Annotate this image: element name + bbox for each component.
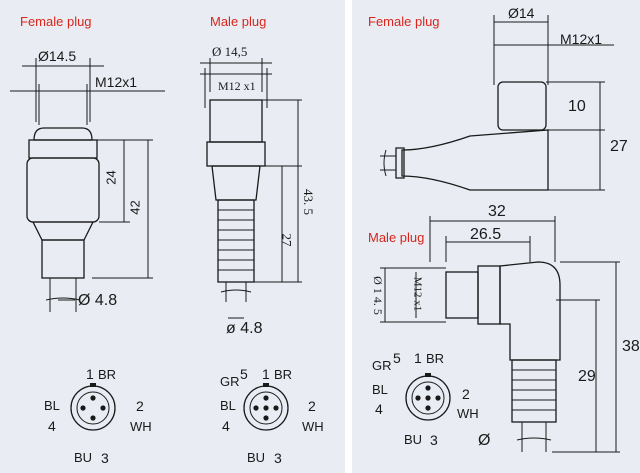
pin-1-number: 1	[86, 366, 94, 382]
pin-5-code: GR	[372, 358, 392, 373]
straight-male-length-435: 43. 5	[301, 189, 316, 215]
straight-female-length-24: 24	[103, 170, 119, 185]
title-angled-male: Male plug	[368, 230, 425, 245]
angled-female-diameter-label: Ø14	[508, 5, 535, 21]
pin-4-number: 4	[48, 418, 56, 434]
pin-4-code: BL	[372, 382, 388, 397]
pin-3-number: 3	[430, 432, 438, 448]
pin-4-number: 4	[222, 418, 230, 434]
pin-3-code: BU	[74, 450, 93, 465]
pin-4-number: 4	[375, 401, 383, 417]
angled-male-width-32: 32	[488, 203, 506, 220]
pin-1-number: 1	[414, 350, 422, 366]
pin-2-number: 2	[308, 398, 316, 414]
pin-2-number: 2	[136, 398, 144, 414]
straight-female-plug-drawing	[10, 58, 165, 312]
pin-2-code: WH	[302, 419, 324, 434]
pin-1-code: BR	[98, 367, 117, 382]
pin-4-code: BL	[220, 398, 236, 413]
angled-male-height-38: 38	[622, 338, 640, 355]
straight-male-diameter-label: Ø 14,5	[212, 44, 248, 59]
straight-male-length-27: 27	[279, 233, 295, 247]
pinout-male-straight-face	[243, 383, 289, 431]
straight-connectors-panel	[0, 0, 345, 473]
pin-1-code: BR	[426, 351, 445, 366]
title-angled-female: Female plug	[368, 14, 440, 29]
pin-3-code: BU	[404, 432, 423, 447]
angled-male-height-29: 29	[578, 368, 596, 385]
pin-3-code: BU	[247, 450, 266, 465]
angled-male-width-265: 26.5	[470, 226, 502, 243]
pin-3-number: 3	[101, 450, 109, 466]
pin-4-code: BL	[44, 398, 60, 413]
straight-female-length-42: 42	[127, 200, 143, 215]
title-straight-male: Male plug	[210, 14, 267, 29]
pin-5-code: GR	[220, 374, 240, 389]
angled-female-thread-label: M12x1	[560, 31, 603, 47]
angled-connectors-panel	[352, 0, 640, 473]
straight-male-cable-diameter: ø 4.8	[226, 320, 263, 337]
straight-male-thread-label: M12 x1	[218, 79, 256, 93]
straight-female-cable-diameter: Ø 4.8	[78, 292, 118, 309]
angled-male-thread-label: M12 x1	[411, 276, 424, 312]
pin-3-number: 3	[274, 450, 282, 466]
straight-male-plug-drawing	[200, 58, 302, 319]
pin-2-number: 2	[462, 386, 470, 402]
pin-5-number: 5	[393, 350, 401, 366]
title-straight-female: Female plug	[20, 14, 92, 29]
angled-male-diameter-label: Ø 1 4. 5	[370, 276, 385, 315]
pinout-female-face	[70, 383, 116, 431]
angled-female-height-10: 10	[568, 98, 586, 115]
angled-male-plug-drawing	[380, 216, 620, 453]
pin-2-code: WH	[130, 419, 152, 434]
pin-5-number: 5	[240, 366, 248, 382]
straight-female-diameter-label: Ø14.5	[38, 48, 77, 64]
straight-female-thread-label: M12x1	[95, 74, 138, 90]
pin-1-code: BR	[274, 367, 293, 382]
pin-1-number: 1	[262, 366, 270, 382]
angled-male-cable-diameter: Ø	[478, 432, 491, 449]
pin-2-code: WH	[457, 406, 479, 421]
pinout-male-angled-face	[405, 373, 451, 421]
angled-female-plug-drawing	[380, 15, 614, 191]
angled-female-height-27: 27	[610, 138, 628, 155]
